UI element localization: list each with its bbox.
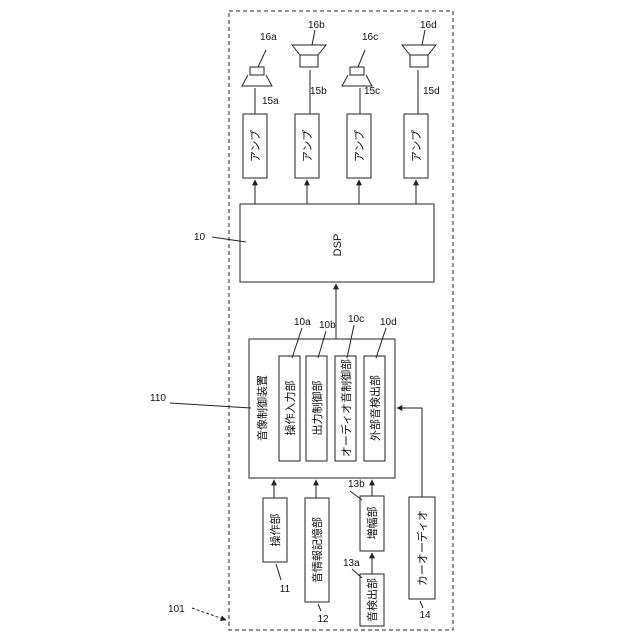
module-label: 出力制御部 bbox=[310, 381, 324, 436]
car-audio-leader bbox=[420, 601, 423, 608]
module-label: オーディオ音制御部 bbox=[339, 359, 353, 457]
module-label: 外部音検出部 bbox=[368, 375, 382, 441]
dsp-ref: 10 bbox=[194, 232, 206, 243]
car-audio-label: カーオーディオ bbox=[415, 510, 429, 586]
caraudio-to-controller-arrow bbox=[397, 408, 422, 497]
car-audio-ref: 14 bbox=[419, 610, 431, 621]
sound-info-storage-ref: 12 bbox=[317, 614, 329, 625]
speaker-16c: 16c bbox=[342, 32, 378, 86]
controller-ref: 110 bbox=[150, 393, 166, 404]
amplifier-unit-ref: 13b bbox=[348, 479, 365, 490]
amplifier-unit-label: 増幅部 bbox=[365, 507, 379, 540]
module-audio-control: オーディオ音制御部 bbox=[335, 356, 356, 461]
amplifier-unit: 増幅部 bbox=[360, 496, 384, 551]
amp-ref: 15c bbox=[364, 86, 380, 97]
amp-label: アンプ bbox=[410, 130, 423, 162]
system-ref-label: 101 bbox=[168, 604, 185, 615]
sound-info-storage-unit: 音情報記憶部 bbox=[305, 498, 329, 602]
sound-detector-ref: 13a bbox=[343, 558, 360, 569]
module-output-control: 出力制御部 bbox=[306, 356, 327, 461]
controller-label: 音像制御装置 bbox=[255, 375, 269, 441]
speaker-16b: 16b bbox=[292, 20, 326, 67]
speaker-16d: 16d bbox=[402, 20, 437, 67]
operation-unit-leader bbox=[276, 564, 281, 580]
speaker-16a: 16a bbox=[242, 32, 277, 86]
amp-15d: アンプ bbox=[404, 114, 428, 178]
amp-ref: 15b bbox=[310, 86, 327, 97]
speaker-ref: 16b bbox=[308, 20, 325, 31]
controller-ref-leader bbox=[170, 403, 251, 408]
amp-label: アンプ bbox=[353, 130, 366, 162]
module-label: 操作入力部 bbox=[283, 381, 297, 436]
system-ref-arrow bbox=[192, 608, 226, 620]
module-ref: 10d bbox=[380, 317, 397, 328]
sound-detector-label: 音検出部 bbox=[365, 578, 379, 622]
amp-15b: アンプ bbox=[295, 114, 319, 178]
amp-15a: アンプ bbox=[243, 114, 267, 178]
module-ref: 10a bbox=[294, 317, 311, 328]
amp-ref: 15a bbox=[262, 96, 279, 107]
module-ref: 10c bbox=[348, 314, 364, 325]
sound-info-storage-label: 音情報記憶部 bbox=[310, 517, 324, 583]
sound-detector-unit: 音検出部 bbox=[360, 574, 384, 626]
operation-unit-label: 操作部 bbox=[268, 514, 282, 547]
module-external-sound: 外部音検出部 bbox=[364, 356, 385, 461]
amp-label: アンプ bbox=[301, 130, 314, 162]
speaker-ref: 16a bbox=[260, 32, 277, 43]
module-ref: 10b bbox=[319, 320, 336, 331]
operation-unit-ref: 11 bbox=[280, 584, 291, 595]
amp-15c: アンプ bbox=[347, 114, 371, 178]
speaker-ref: 16c bbox=[362, 32, 378, 43]
sound-info-storage-leader bbox=[318, 604, 321, 611]
module-operation-input: 操作入力部 bbox=[279, 356, 300, 461]
speaker-ref: 16d bbox=[420, 20, 437, 31]
amp-ref: 15d bbox=[423, 86, 440, 97]
dsp-block: DSP bbox=[240, 204, 434, 282]
dsp-label: DSP bbox=[332, 234, 344, 257]
operation-unit: 操作部 bbox=[263, 498, 287, 562]
amp-label: アンプ bbox=[249, 130, 262, 162]
car-audio-unit: カーオーディオ bbox=[409, 497, 435, 599]
